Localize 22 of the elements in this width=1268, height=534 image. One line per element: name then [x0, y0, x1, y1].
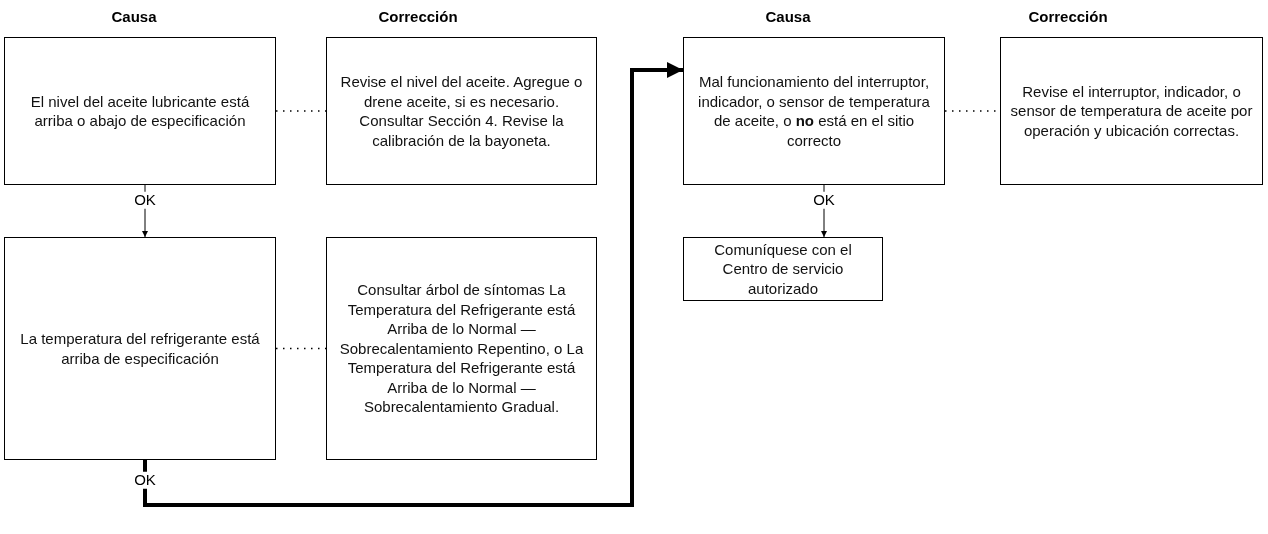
column-heading: Corrección [378, 8, 458, 25]
text-box [683, 37, 945, 185]
text-box [1000, 37, 1263, 185]
text-box [4, 37, 276, 185]
flow-arrow [143, 62, 683, 507]
text-box [4, 237, 276, 460]
edge-label: OK [132, 191, 158, 209]
box-text: Consultar árbol de síntomas La Temperatura del Refrigerante está Arriba de lo Normal — Sobrecalentamiento Repentino, o La Temperatura del Refrigerante está Arriba de lo Normal — Sobrecalentamiento Gradual. [338, 280, 585, 417]
column-heading: Corrección [1028, 8, 1108, 25]
text-box [683, 237, 883, 301]
text-box [326, 237, 597, 460]
text-box [326, 37, 597, 185]
box-text: El nivel del aceite lubricante está arriba o abajo de especificación [29, 91, 251, 131]
box-text: La temperatura del refrigerante está arriba de especificación [19, 329, 261, 368]
edge-label: OK [132, 471, 158, 489]
column-heading: Causa [111, 8, 157, 25]
box-text: Revise el nivel del aceite. Agregue o drene aceite, si es necesario. Consultar Sección 4. Revise la calibración de la bayoneta. [339, 72, 584, 150]
edge-label: OK [811, 191, 837, 209]
box-text: Mal funcionamiento del interruptor, indicador, o sensor de temperatura de aceite, o no está en el sitio correcto [697, 72, 931, 150]
column-heading: Causa [765, 8, 811, 25]
box-text: Revise el interruptor, indicador, o sensor de temperatura de aceite por operación y ubicación correctas. [1009, 81, 1254, 141]
box-text: Comuníquese con el Centro de servicio autorizado [713, 239, 853, 299]
